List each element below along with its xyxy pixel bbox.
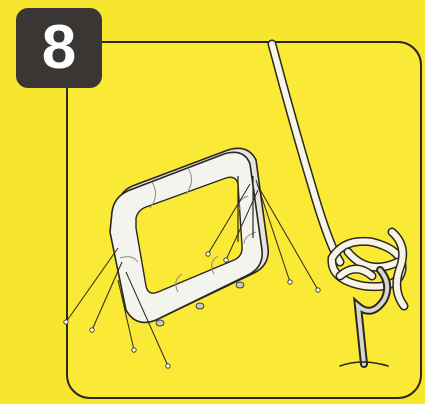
step-number: 8 bbox=[42, 17, 76, 79]
step-badge: 8 bbox=[16, 8, 102, 88]
rope bbox=[272, 44, 340, 262]
rounded-frame bbox=[110, 148, 268, 326]
knot bbox=[332, 232, 404, 306]
